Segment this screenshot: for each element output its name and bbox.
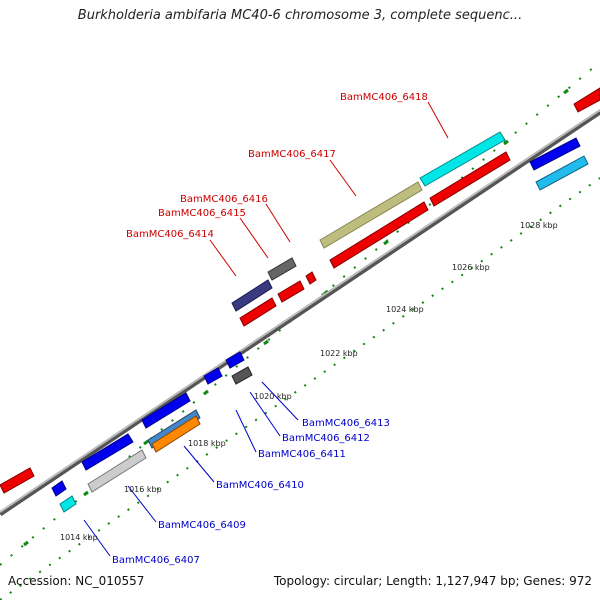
label-6412: BamMC406_6412	[282, 433, 370, 444]
forward-leaders	[209, 101, 449, 277]
gene-reverse-e[interactable]	[529, 137, 581, 171]
label-6413: BamMC406_6413	[302, 418, 390, 429]
gene-reverse-c[interactable]	[203, 367, 223, 385]
tick-label-1026: 1026 kbp	[452, 263, 490, 272]
gene-6416[interactable]	[239, 297, 277, 327]
gene-6407b[interactable]	[51, 480, 67, 497]
label-6409: BamMC406_6409	[158, 520, 246, 531]
tick-label-1016: 1016 kbp	[124, 485, 162, 494]
gene-6417b[interactable]	[329, 201, 429, 269]
label-6415: BamMC406_6415	[158, 208, 246, 219]
gene-6415[interactable]	[267, 257, 297, 281]
tick-label-1014: 1014 kbp	[60, 533, 98, 542]
gene-6410b[interactable]	[151, 415, 201, 453]
topology: Topology: circular; Length: 1,127,947 bp…	[273, 574, 592, 588]
gene-grey-small[interactable]	[231, 366, 253, 385]
label-6410: BamMC406_6410	[216, 480, 304, 491]
gene-6417[interactable]	[319, 181, 423, 249]
tick-label-1022: 1022 kbp	[320, 349, 358, 358]
gene-edge-right[interactable]	[573, 87, 600, 113]
chromosome-backbone	[0, 109, 600, 517]
accession: Accession: NC_010557	[8, 574, 145, 588]
forward-genes	[0, 87, 600, 494]
gene-cyan-right[interactable]	[535, 155, 589, 191]
tick-label-1018: 1018 kbp	[188, 439, 226, 448]
label-6411: BamMC406_6411	[258, 449, 346, 460]
lower-genes	[51, 151, 589, 513]
map-title: Burkholderia ambifaria MC40-6 chromosome…	[77, 8, 523, 23]
tick-label-1020: 1020 kbp	[254, 392, 292, 401]
gene-reverse-a[interactable]	[81, 433, 134, 471]
gene-6416b[interactable]	[277, 280, 305, 303]
outer-major-ticks	[23, 88, 569, 547]
forward-labels: BamMC406_6414 BamMC406_6415 BamMC406_641…	[126, 92, 428, 240]
label-6407: BamMC406_6407	[112, 555, 200, 566]
gene-6414[interactable]	[231, 279, 273, 312]
tick-label-1028: 1028 kbp	[520, 221, 558, 230]
gene-grey-lower[interactable]	[87, 449, 147, 493]
label-6416: BamMC406_6416	[180, 194, 268, 205]
gene-reverse-b[interactable]	[141, 392, 191, 429]
gene-6408[interactable]	[0, 467, 35, 494]
tick-label-1024: 1024 kbp	[386, 305, 424, 314]
gene-6418b[interactable]	[429, 151, 511, 207]
label-6417: BamMC406_6417	[248, 149, 336, 160]
gene-6407[interactable]	[59, 495, 77, 513]
tick-labels: 1014 kbp 1016 kbp 1018 kbp 1020 kbp 1022…	[60, 221, 558, 542]
gene-6418[interactable]	[419, 131, 506, 187]
reverse-leaders	[83, 381, 299, 557]
label-6414: BamMC406_6414	[126, 229, 214, 240]
gene-reverse-d[interactable]	[225, 351, 245, 369]
gene-small-red[interactable]	[305, 271, 317, 285]
reverse-labels: BamMC406_6407 BamMC406_6409 BamMC406_641…	[112, 418, 390, 566]
label-6418: BamMC406_6418	[340, 92, 428, 103]
